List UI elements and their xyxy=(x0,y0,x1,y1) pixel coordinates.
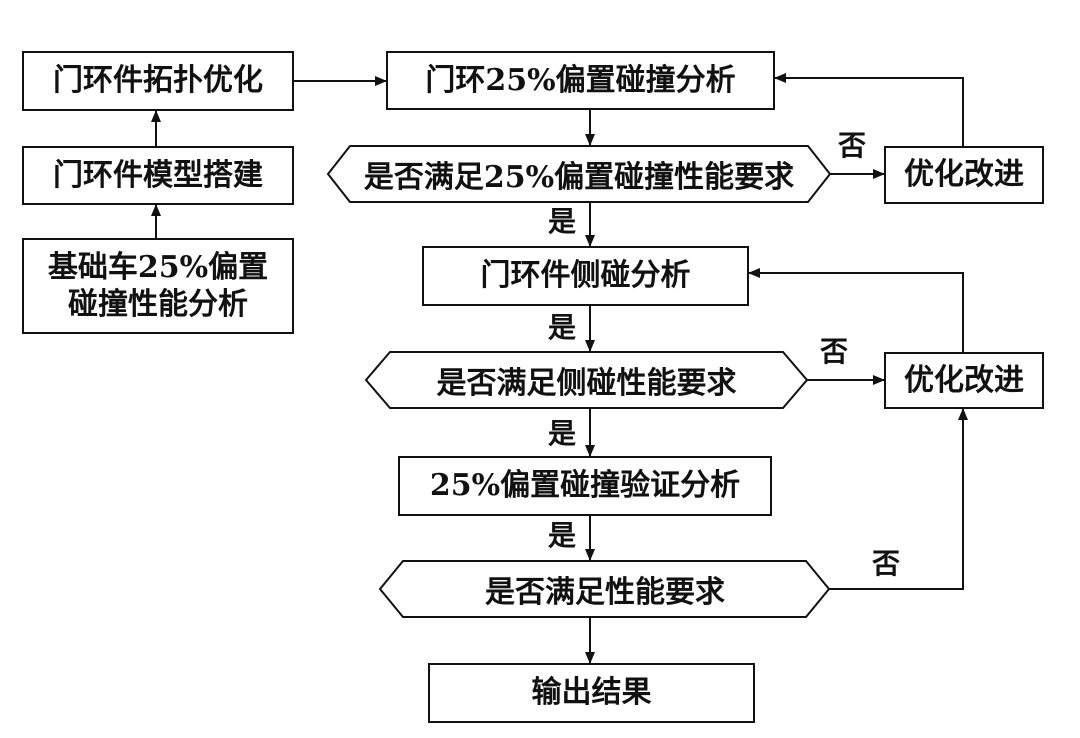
node-model-building: 门环件模型搭建 xyxy=(22,146,294,205)
arrow-final-no-to-improve2 xyxy=(829,408,968,590)
node-improve-2: 优化改进 xyxy=(884,352,1044,409)
node-base-vehicle-line1: 基础车25%偏置 xyxy=(47,249,269,285)
label-yes-3: 是 xyxy=(548,417,577,450)
node-base-vehicle-analysis: 基础车25%偏置 碰撞性能分析 xyxy=(22,238,294,334)
label-no-2: 否 xyxy=(820,335,849,368)
decision-side-requirement: 是否满足侧碰性能要求 xyxy=(436,366,737,401)
arrow-improve2-to-side xyxy=(748,268,964,352)
arrow-improve1-to-offset xyxy=(774,73,964,146)
label-yes-2: 是 xyxy=(548,311,577,344)
node-base-vehicle-line2: 碰撞性能分析 xyxy=(68,287,248,322)
label-no-3: 否 xyxy=(872,547,901,580)
node-output-result: 输出结果 xyxy=(428,663,755,723)
decision-final-requirement: 是否满足性能要求 xyxy=(485,575,725,610)
label-yes-4: 是 xyxy=(548,519,577,552)
label-no-1: 否 xyxy=(838,129,867,162)
label-yes-1: 是 xyxy=(548,205,577,238)
node-topology-optimization: 门环件拓扑优化 xyxy=(22,51,294,111)
node-offset-verification: 25%偏置碰撞验证分析 xyxy=(398,456,772,516)
decision-offset-requirement: 是否满足25%偏置碰撞性能要求 xyxy=(363,160,795,195)
node-side-impact-analysis: 门环件侧碰分析 xyxy=(422,246,749,306)
node-improve-1: 优化改进 xyxy=(884,146,1044,204)
node-offset-crash-analysis: 门环25%偏置碰撞分析 xyxy=(386,51,775,110)
